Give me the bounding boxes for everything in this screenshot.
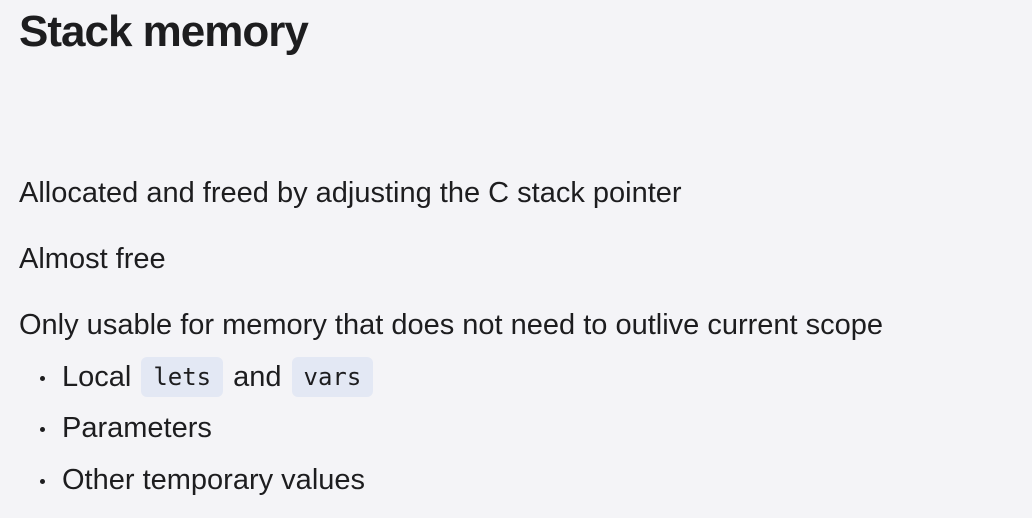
code-vars: vars xyxy=(291,357,374,397)
bullet-other-label: Other temporary values xyxy=(62,464,366,496)
paragraph-allocation: Allocated and freed by adjusting the C s… xyxy=(19,177,682,209)
bullet-parameters-label: Parameters xyxy=(62,412,212,444)
bullet-item-parameters: Parameters xyxy=(40,408,212,448)
bullet-conjunction: and xyxy=(233,361,282,393)
bullet-dot-icon xyxy=(40,478,45,484)
bullet-dot-icon xyxy=(40,426,45,432)
code-lets: lets xyxy=(141,357,224,397)
paragraph-usability: Only usable for memory that does not nee… xyxy=(19,309,884,341)
slide-title: Stack memory xyxy=(19,7,309,56)
bullet-item-local: Local lets and vars xyxy=(40,357,374,397)
paragraph-cost: Almost free xyxy=(19,243,166,275)
bullet-item-other: Other temporary values xyxy=(40,460,365,500)
bullet-dot-icon xyxy=(40,375,45,381)
bullet-local-label: Local xyxy=(62,361,132,393)
